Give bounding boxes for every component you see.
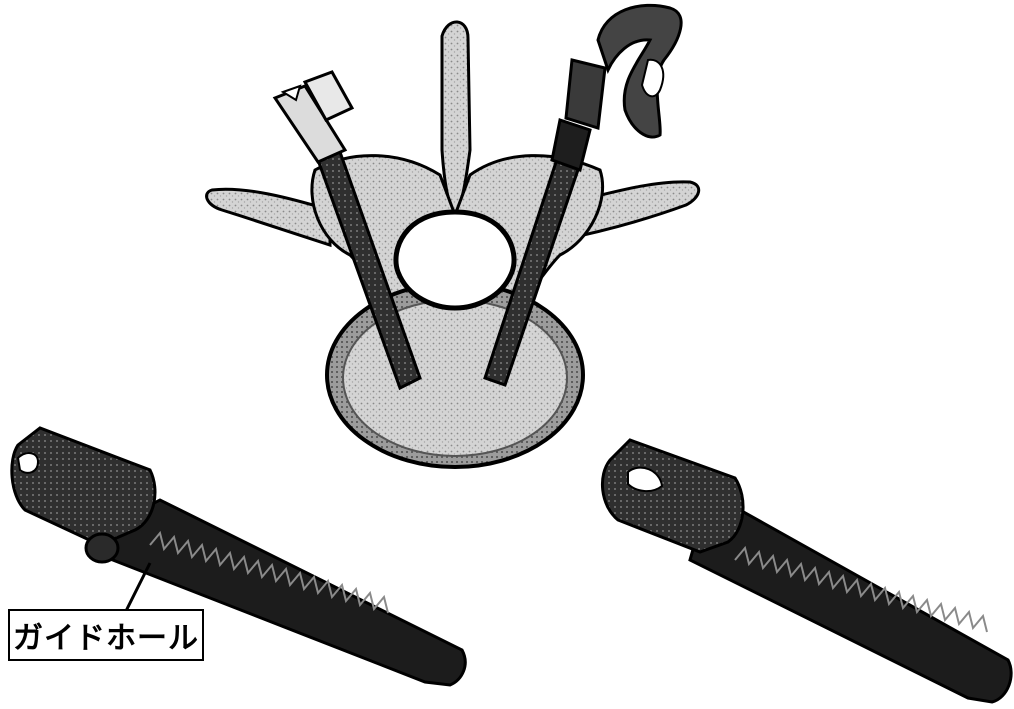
clamp-icon	[598, 5, 681, 137]
pedicle-screw-icon	[602, 440, 1011, 702]
guide-hole-callout: ガイドホール	[8, 609, 204, 661]
guide-hole-label: ガイドホール	[13, 613, 199, 657]
